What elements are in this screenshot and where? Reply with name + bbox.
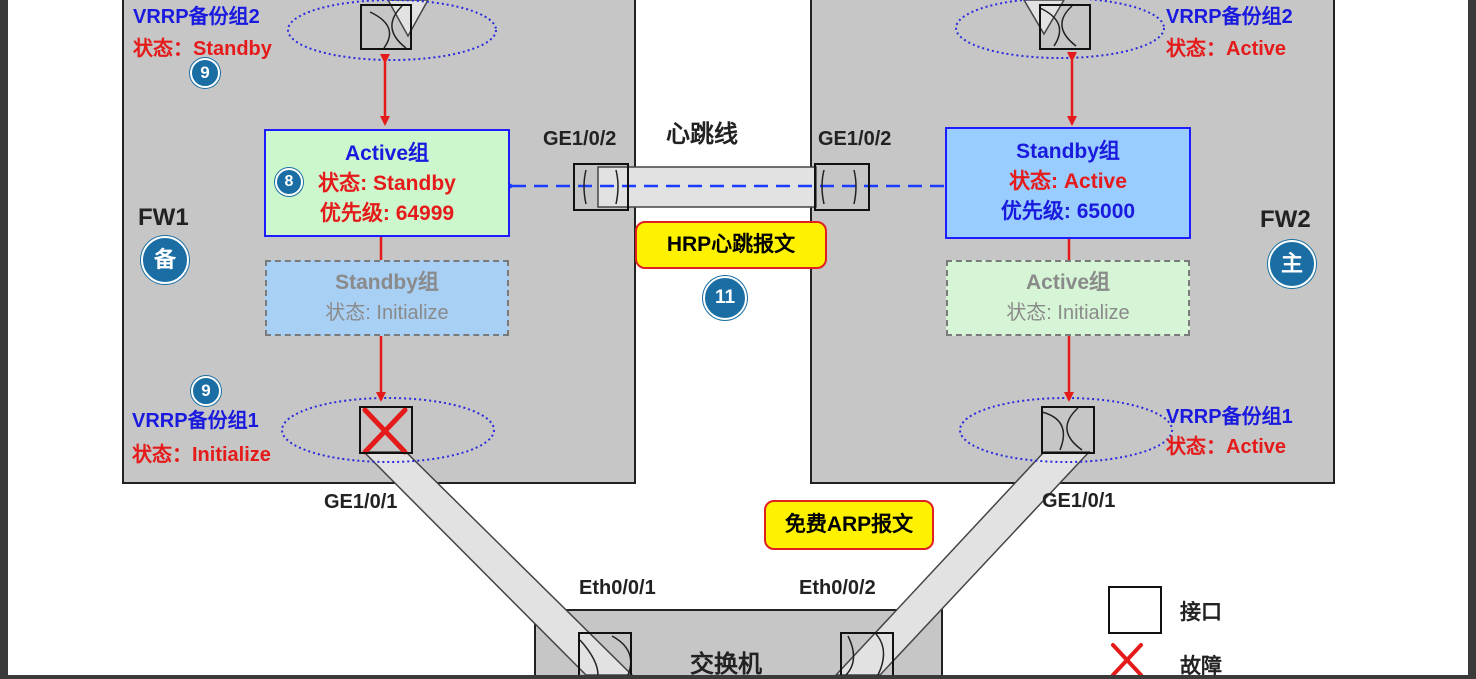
- fw1-vrrp1-ellipse: [281, 397, 495, 463]
- fw2-vrrp2-title: VRRP备份组2: [1166, 6, 1293, 28]
- fw1-main-group-priority: 优先级: 64999: [319, 202, 455, 225]
- fw2-vrrp2-state: 状态：Active: [1166, 38, 1287, 60]
- fw2-ge102-port: [814, 163, 870, 211]
- fw2-vrrp2-ellipse: [955, 0, 1165, 59]
- links-overlay: [281, 0, 1173, 675]
- fw2-vrrp1-state: 状态：Active: [1166, 436, 1287, 458]
- fw1-vrrp2-port: [360, 4, 412, 50]
- fw1-main-group-title: Active组: [344, 142, 430, 165]
- fw2-ghost-group-title: Active组: [1025, 271, 1111, 294]
- fw2-ge101-port: [1041, 406, 1095, 454]
- fw1-vrrp1-state: 状态：Initialize: [132, 444, 271, 466]
- fw1-ghost-group-title: Standby组: [335, 271, 439, 294]
- switch-port-left-label: Eth0/0/1: [579, 577, 656, 599]
- arp-message-label: 免费ARP报文: [764, 500, 934, 550]
- fw2-vrrp1-ellipse: [959, 397, 1173, 463]
- fw2-downlink-port-label: GE1/0/1: [1042, 490, 1116, 512]
- port-lens-shapes: [369, 5, 1083, 675]
- ha-diagram: VRRP备份组2 状态：Standby 9 VRRP备份组2 状态：Active…: [8, 0, 1468, 675]
- fw1-top-cable: [387, 0, 429, 38]
- legend-fault-icon: [1111, 643, 1143, 675]
- fw1-role-badge: 备: [141, 236, 189, 284]
- fw1-active-group-box: Active组 状态: Standby 优先级: 64999: [264, 129, 510, 237]
- fw1-heartbeat-port-label: GE1/0/2: [543, 128, 617, 150]
- fw1-ge101-port: [359, 406, 413, 454]
- legend-interface-box: [1108, 586, 1162, 634]
- fw1-vrrp2-state: 状态：Standby: [133, 38, 272, 60]
- heartbeat-line-label: 心跳线: [666, 121, 738, 148]
- fw1-step-badge-top: 9: [190, 58, 220, 88]
- fw1-name: FW1: [138, 204, 189, 231]
- legend-fault-label: 故障: [1180, 655, 1222, 675]
- fw1-step-badge-bottom: 9: [191, 376, 221, 406]
- fw2-vrrp1-title: VRRP备份组1: [1166, 406, 1293, 428]
- fw2-main-group-title: Standby组: [1016, 140, 1120, 163]
- fault-x-icon: [362, 407, 408, 455]
- fw1-main-group-state: 状态: Standby: [318, 172, 456, 195]
- fw2-vrrp2-port: [1039, 4, 1091, 50]
- fw1-ghost-group-state: 状态: Initialize: [325, 302, 449, 324]
- fw2-role-badge: 主: [1268, 240, 1316, 288]
- fw1-vrrp1-title: VRRP备份组1: [132, 410, 259, 432]
- hrp-step-badge: 11: [703, 276, 747, 320]
- fw2-main-group-priority: 优先级: 65000: [1000, 200, 1136, 223]
- switch-eth002-port: [840, 632, 894, 675]
- fw2-name: FW2: [1260, 206, 1311, 233]
- legend-interface-label: 接口: [1180, 601, 1222, 624]
- fw2-standby-group-box: Standby组 状态: Active 优先级: 65000: [945, 127, 1191, 239]
- fw1-step-badge-group: 8: [275, 168, 303, 196]
- fw2-ghost-group-state: 状态: Initialize: [1006, 302, 1130, 324]
- switch-port-right-label: Eth0/0/2: [799, 577, 876, 599]
- fw2-main-group-state: 状态: Active: [1009, 170, 1127, 193]
- fw1-ghost-group-box: Standby组 状态: Initialize: [265, 260, 509, 336]
- fw1-vrrp2-title: VRRP备份组2: [133, 6, 260, 28]
- switch-eth001-port: [578, 632, 632, 675]
- switch-name: 交换机: [690, 651, 762, 675]
- fw1-vrrp2-ellipse: [287, 0, 497, 61]
- fw1-downlink-port-label: GE1/0/1: [324, 491, 398, 513]
- hrp-message-label: HRP心跳报文: [635, 221, 827, 269]
- fw2-ghost-group-box: Active组 状态: Initialize: [946, 260, 1190, 336]
- fw1-ge102-port: [573, 163, 629, 211]
- fw2-heartbeat-port-label: GE1/0/2: [818, 128, 892, 150]
